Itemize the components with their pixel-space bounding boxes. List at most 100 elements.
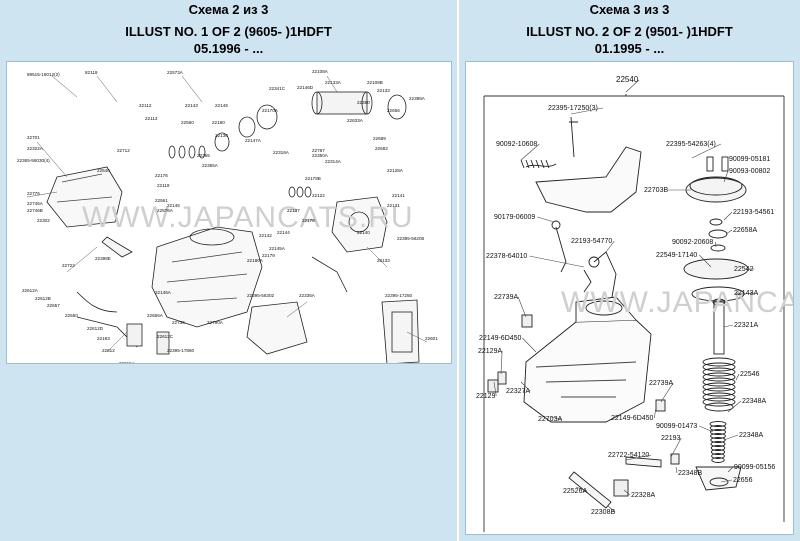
left-part-label[interactable]: 22108A (312, 69, 329, 74)
right-part-label[interactable]: 22193 (661, 435, 681, 442)
right-part-label[interactable]: 22549-17140 (656, 252, 697, 259)
left-part-label[interactable]: 22170A (262, 108, 279, 113)
left-part-label[interactable]: 22656A (147, 313, 164, 318)
left-part-label[interactable]: 22573A (167, 70, 184, 75)
left-part-label[interactable]: 22133A (325, 80, 342, 85)
left-part-label[interactable]: 22550 (65, 313, 78, 318)
right-part-label[interactable]: 90179-06009 (494, 214, 535, 221)
right-part-label[interactable]: 90093-00802 (729, 168, 770, 175)
right-part-label[interactable]: 90099-05156 (734, 464, 775, 471)
left-part-label[interactable]: 22540 (97, 168, 110, 173)
left-part-label[interactable]: 22112 (139, 103, 152, 108)
left-part-label[interactable]: 22108B (367, 80, 383, 85)
left-part-label[interactable]: 22133 (377, 88, 390, 93)
left-part-label[interactable]: 22612D (87, 326, 104, 331)
left-part-label[interactable]: 22656 (387, 108, 400, 113)
left-part-label[interactable]: 82119 (85, 70, 98, 75)
left-part-label[interactable]: 22615A (119, 361, 136, 364)
left-part-label[interactable]: 22145 (167, 203, 180, 208)
left-part-label[interactable]: 22140 (357, 230, 370, 235)
left-part-label[interactable]: 22712 (117, 148, 130, 153)
right-part-label[interactable]: 22739A (494, 294, 518, 301)
right-part-label[interactable]: 22328A (631, 492, 655, 499)
left-part-label[interactable]: 22689 (373, 136, 386, 141)
right-part-label[interactable]: 22327A (506, 388, 530, 395)
right-part-label[interactable]: 22546 (740, 371, 760, 378)
right-part-label[interactable]: 22395-54263(4) (666, 141, 716, 148)
left-part-label[interactable]: 22147A (245, 138, 262, 143)
left-part-label[interactable]: 22395-56208 (397, 236, 425, 241)
left-part-label[interactable]: 22787 (312, 148, 325, 153)
left-part-label[interactable]: 22350 (357, 100, 370, 105)
right-part-label[interactable]: 22526A (563, 488, 587, 495)
left-part-label[interactable]: 22122 (312, 193, 325, 198)
left-part-label[interactable]: 22176 (155, 173, 168, 178)
left-part-label[interactable]: 22612C (157, 334, 174, 339)
right-part-label[interactable]: 22703A (538, 416, 562, 423)
right-part-label[interactable]: 22348A (739, 432, 763, 439)
left-part-label[interactable]: 22682 (375, 146, 388, 151)
left-part-label[interactable]: 22395-56302 (247, 293, 275, 298)
left-part-label[interactable]: 22576A (157, 208, 174, 213)
left-part-label[interactable]: 22146D (297, 85, 314, 90)
left-part-label[interactable]: 22193 (97, 336, 110, 341)
left-part-label[interactable]: 22119 (157, 183, 170, 188)
right-part-label[interactable]: 22348A (742, 398, 766, 405)
right-part-label[interactable]: 22378-64010 (486, 253, 527, 260)
left-part-label[interactable]: 22633A (347, 118, 364, 123)
left-part-label[interactable]: 22141 (392, 193, 405, 198)
right-part-label[interactable]: 22395-17250(3) (548, 105, 598, 112)
left-part-label[interactable]: 22179 (262, 253, 275, 258)
right-part-label[interactable]: 22129 (476, 393, 496, 400)
right-part-label[interactable]: 22348B (678, 470, 702, 477)
left-part-label[interactable]: 22113 (145, 116, 158, 121)
left-part-label[interactable]: 26133 (377, 258, 390, 263)
left-part-label[interactable]: 22128A (387, 168, 404, 173)
left-part-label[interactable]: 22137 (287, 208, 300, 213)
left-part-label[interactable]: 22395-17860 (167, 348, 195, 353)
left-part-label[interactable]: 22736 (172, 320, 185, 325)
right-part-label[interactable]: 22129A (478, 348, 502, 355)
left-part-label[interactable]: 22131 (387, 203, 400, 208)
right-part-label[interactable]: 90099-05181 (729, 156, 770, 163)
left-part-label[interactable]: 22302 (37, 218, 50, 223)
left-part-label[interactable]: 22335A (299, 293, 316, 298)
left-part-label[interactable]: 22180 (212, 120, 225, 125)
left-part-label[interactable]: 22341C (269, 86, 286, 91)
left-part-label[interactable]: 22316A (273, 150, 290, 155)
left-part-label[interactable]: 22657 (47, 303, 60, 308)
left-part-label[interactable]: 22722 (62, 263, 75, 268)
left-part-label[interactable]: 22746B (27, 208, 43, 213)
left-part-label[interactable]: 22398E (95, 256, 111, 261)
right-part-label[interactable]: 22193-54561 (733, 209, 774, 216)
left-part-label[interactable]: 22612B (35, 296, 51, 301)
left-part-label[interactable]: 22143 (185, 103, 198, 108)
left-part-label[interactable]: 22561 (155, 198, 168, 203)
left-part-label[interactable]: 22144 (277, 230, 290, 235)
left-part-label[interactable]: 22149 (215, 103, 228, 108)
left-part-label[interactable]: 22365-56030(4) (17, 158, 50, 163)
left-part-label[interactable]: 22322A (27, 146, 44, 151)
right-part-label[interactable]: 22308B (591, 509, 615, 516)
left-part-label[interactable]: 22612A (22, 288, 39, 293)
left-part-label[interactable]: 22145A (269, 246, 286, 251)
left-part-label[interactable]: 22776 (27, 191, 40, 196)
left-part-label[interactable]: 22146A (155, 290, 172, 295)
left-part-label[interactable]: 22355 (197, 153, 210, 158)
left-part-label[interactable]: 22398A (409, 96, 426, 101)
right-part-label[interactable]: 22722-54120 (608, 452, 649, 459)
left-part-label[interactable]: 22314A (325, 159, 342, 164)
left-part-label[interactable]: 22180A (247, 258, 264, 263)
left-part-label[interactable]: 22142 (259, 233, 272, 238)
right-part-label[interactable]: 22193-54770 (571, 238, 612, 245)
left-part-label[interactable]: 22790A (207, 320, 224, 325)
right-part-label[interactable]: 22149-6D450 (479, 335, 522, 342)
left-part-label[interactable]: 22746A (27, 201, 44, 206)
left-part-label[interactable]: 22130 (215, 133, 228, 138)
right-part-label[interactable]: 22739A (649, 380, 673, 387)
right-part-label[interactable]: 22658A (733, 227, 757, 234)
left-part-label[interactable]: 22601 (425, 336, 438, 341)
left-part-label[interactable]: 22701 (27, 135, 40, 140)
right-part-label[interactable]: 90092-20608 (672, 239, 713, 246)
